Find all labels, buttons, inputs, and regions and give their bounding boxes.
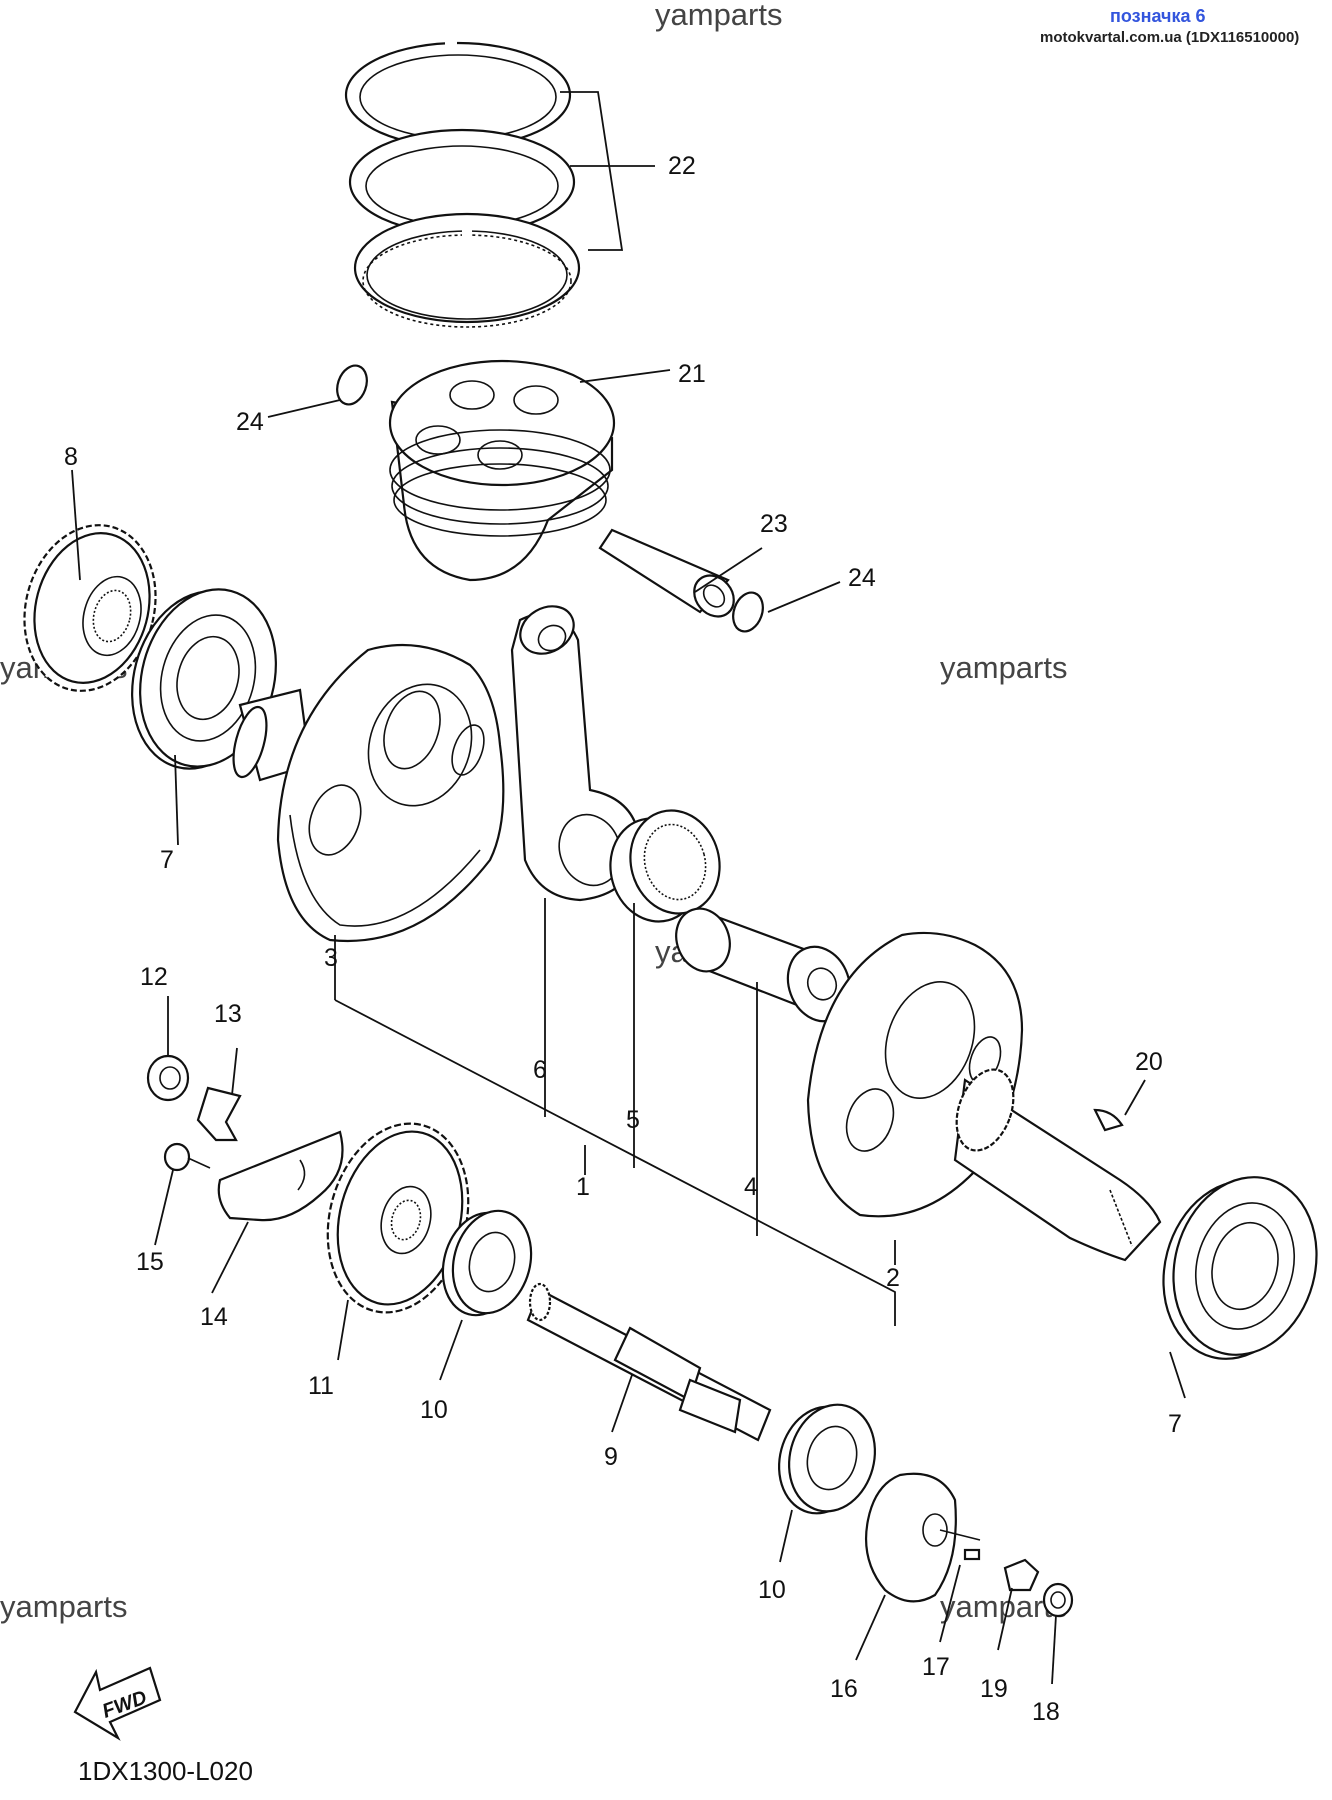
callout-label: 1 (576, 1173, 590, 1201)
callout-label: 21 (678, 360, 706, 388)
callout-label: 8 (64, 443, 78, 471)
callout-label: 9 (604, 1443, 618, 1471)
balancer-bearing-left (441, 1209, 533, 1317)
balancer-nut (146, 1054, 190, 1102)
key (939, 1529, 981, 1561)
connecting-rod (510, 605, 642, 902)
callout-label: 16 (830, 1675, 858, 1703)
crank-pin (675, 907, 852, 1023)
big-end-bearing (609, 809, 721, 923)
watermark: yamparts (655, 0, 782, 32)
crank-bearing-right (1162, 1176, 1318, 1360)
lock-washer (196, 1086, 242, 1142)
callout-label: 2 (886, 1264, 900, 1292)
callout-label: 4 (744, 1173, 758, 1201)
piston-pin-clip (336, 364, 368, 406)
callout-label: 18 (1032, 1698, 1060, 1726)
crank-web-right (806, 931, 1162, 1262)
callout-label: 5 (626, 1106, 640, 1134)
woodruff-key (1093, 1108, 1124, 1132)
callout-label: 11 (308, 1372, 334, 1400)
callout-label: 20 (1135, 1048, 1163, 1076)
callout-label: 24 (236, 408, 264, 436)
callout-label: 7 (160, 846, 174, 874)
callout-label: 3 (324, 944, 338, 972)
diagram-code: 1DX1300-L020 (78, 1756, 253, 1786)
piston-pin-clip (732, 591, 764, 633)
watermark: yamparts (0, 1589, 127, 1624)
callout-label: 19 (980, 1675, 1008, 1703)
balancer-weight (864, 1472, 957, 1603)
header-source: motokvartal.com.ua (1DX116510000) (1040, 29, 1299, 46)
piston-ring-set (344, 38, 581, 328)
callout-label: 10 (758, 1576, 786, 1604)
balancer-nut (1042, 1582, 1074, 1618)
lock-washer (1003, 1558, 1040, 1592)
piston (388, 359, 616, 582)
piston-pin (598, 528, 735, 618)
callout-label: 22 (668, 152, 696, 180)
balancer-driven-gear (326, 1122, 470, 1314)
watermark: yamparts (940, 650, 1067, 685)
callout-label: 14 (200, 1303, 228, 1331)
callout-label: 23 (760, 510, 788, 538)
drive-gear (23, 524, 157, 692)
bolt (163, 1142, 211, 1172)
callout-label: 10 (420, 1396, 448, 1424)
balancer-weight (217, 1130, 344, 1222)
balancer-bearing-right (777, 1403, 877, 1515)
header-title: позначка 6 (1110, 6, 1206, 26)
callout-label: 13 (214, 1000, 242, 1028)
leader-lines (71, 91, 1186, 1685)
balancer-shaft (526, 1282, 772, 1442)
callout-label: 6 (533, 1056, 547, 1084)
callout-label: 15 (136, 1248, 164, 1276)
callout-label: 12 (140, 963, 168, 991)
callout-label: 7 (1168, 1410, 1182, 1438)
fwd-arrow: FWD (73, 1666, 162, 1741)
callout-label: 17 (922, 1653, 950, 1681)
callout-label: 24 (848, 564, 876, 592)
crank-web-left (232, 643, 505, 942)
